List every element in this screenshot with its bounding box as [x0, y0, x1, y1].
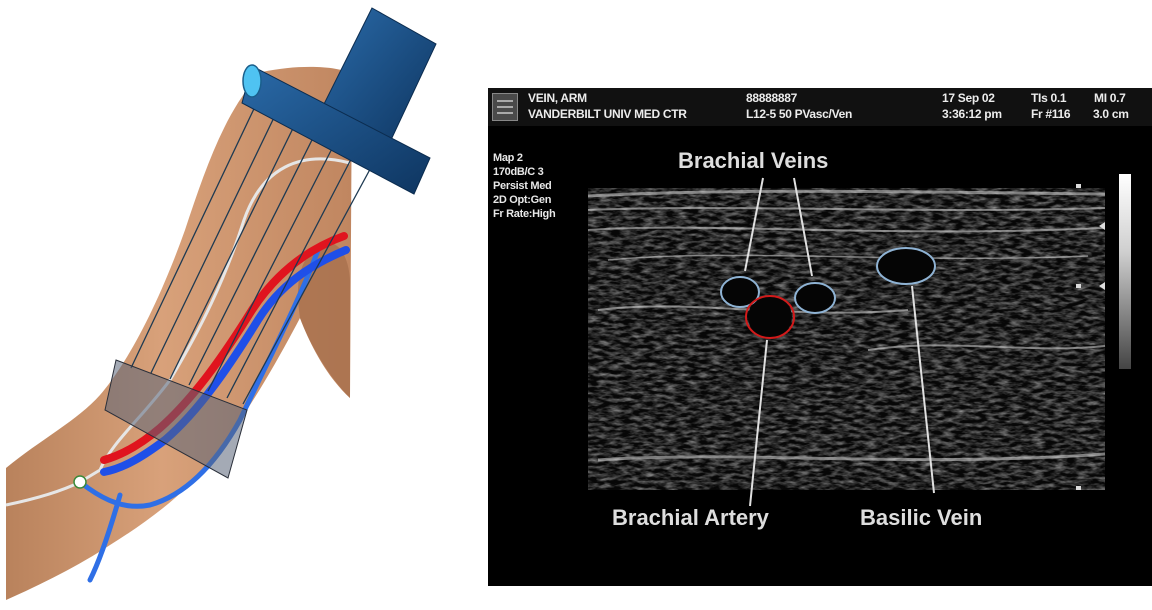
exam-time: 3:36:12 pm: [942, 107, 1002, 122]
probe-info: L12-5 50 PVasc/Ven: [746, 107, 852, 122]
probe-end-cap: [243, 65, 261, 97]
patient-name: VEIN, ARM: [528, 91, 587, 106]
setting-line: Fr Rate:High: [493, 207, 555, 221]
setting-line: 2D Opt:Gen: [493, 193, 555, 207]
brachial-veins-label: Brachial Veins: [678, 148, 828, 174]
patient-id: 88888887: [746, 91, 797, 106]
setting-line: Map 2: [493, 151, 555, 165]
mi-value: MI 0.7: [1094, 91, 1126, 106]
ultrasound-panel: VEIN, ARM 88888887 17 Sep 02 TIs 0.1 MI …: [488, 88, 1152, 586]
setting-line: Persist Med: [493, 179, 555, 193]
vessel-junction-marker: [74, 476, 86, 488]
arm-fold: [298, 243, 350, 398]
arm-illustration: [0, 0, 480, 610]
brachial-artery-label: Brachial Artery: [612, 505, 769, 531]
grayscale-bar: [1119, 174, 1131, 369]
frame-number: Fr #116: [1031, 107, 1070, 122]
scanner-logo-icon: [492, 93, 518, 121]
exam-date: 17 Sep 02: [942, 91, 995, 106]
setting-line: 170dB/C 3: [493, 165, 555, 179]
depth-value: 3.0 cm: [1093, 107, 1129, 122]
basilic-vein-label: Basilic Vein: [860, 505, 982, 531]
arm-skin: [6, 67, 352, 600]
scanner-settings: Map 2 170dB/C 3 Persist Med 2D Opt:Gen F…: [493, 151, 555, 221]
tis-value: TIs 0.1: [1031, 91, 1066, 106]
institution: VANDERBILT UNIV MED CTR: [528, 107, 687, 122]
